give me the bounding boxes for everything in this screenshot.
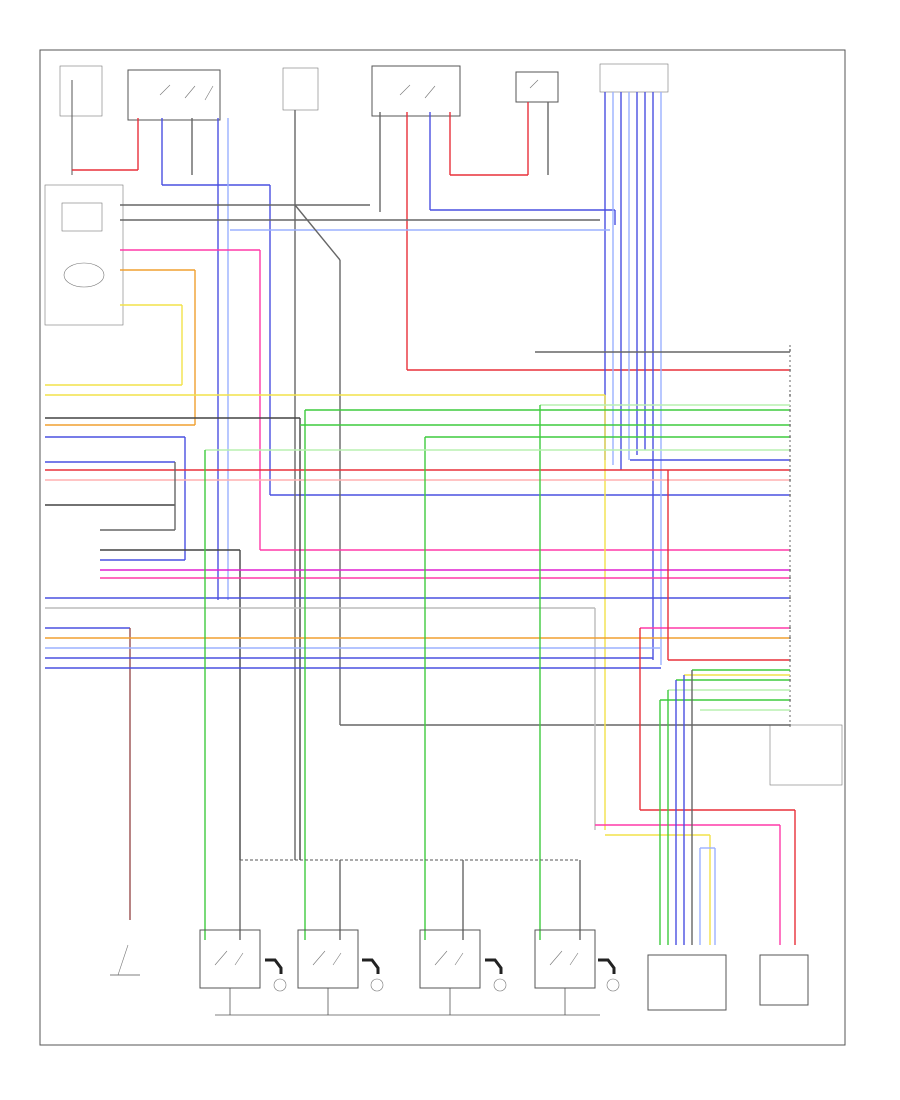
top-right-connector (599, 63, 669, 93)
ignition-module-1 (199, 929, 287, 992)
bottom-left-switch (110, 944, 140, 976)
ignition-module-4 (534, 929, 620, 992)
ecm-connector-strip (769, 345, 843, 786)
top-right-relay (515, 71, 559, 103)
fuel-relay-box (371, 65, 461, 117)
left-sensor-cluster (44, 184, 124, 326)
bottom-right-module (647, 954, 727, 1011)
bottom-right-sensor (759, 954, 809, 1006)
ecm-pin-marks (789, 349, 791, 726)
top-center-fuse-block (282, 67, 319, 111)
main-relay-box (127, 69, 221, 121)
diagram-frame (39, 49, 846, 1046)
top-left-fuse-block (59, 65, 103, 175)
ignition-module-3 (419, 929, 507, 992)
